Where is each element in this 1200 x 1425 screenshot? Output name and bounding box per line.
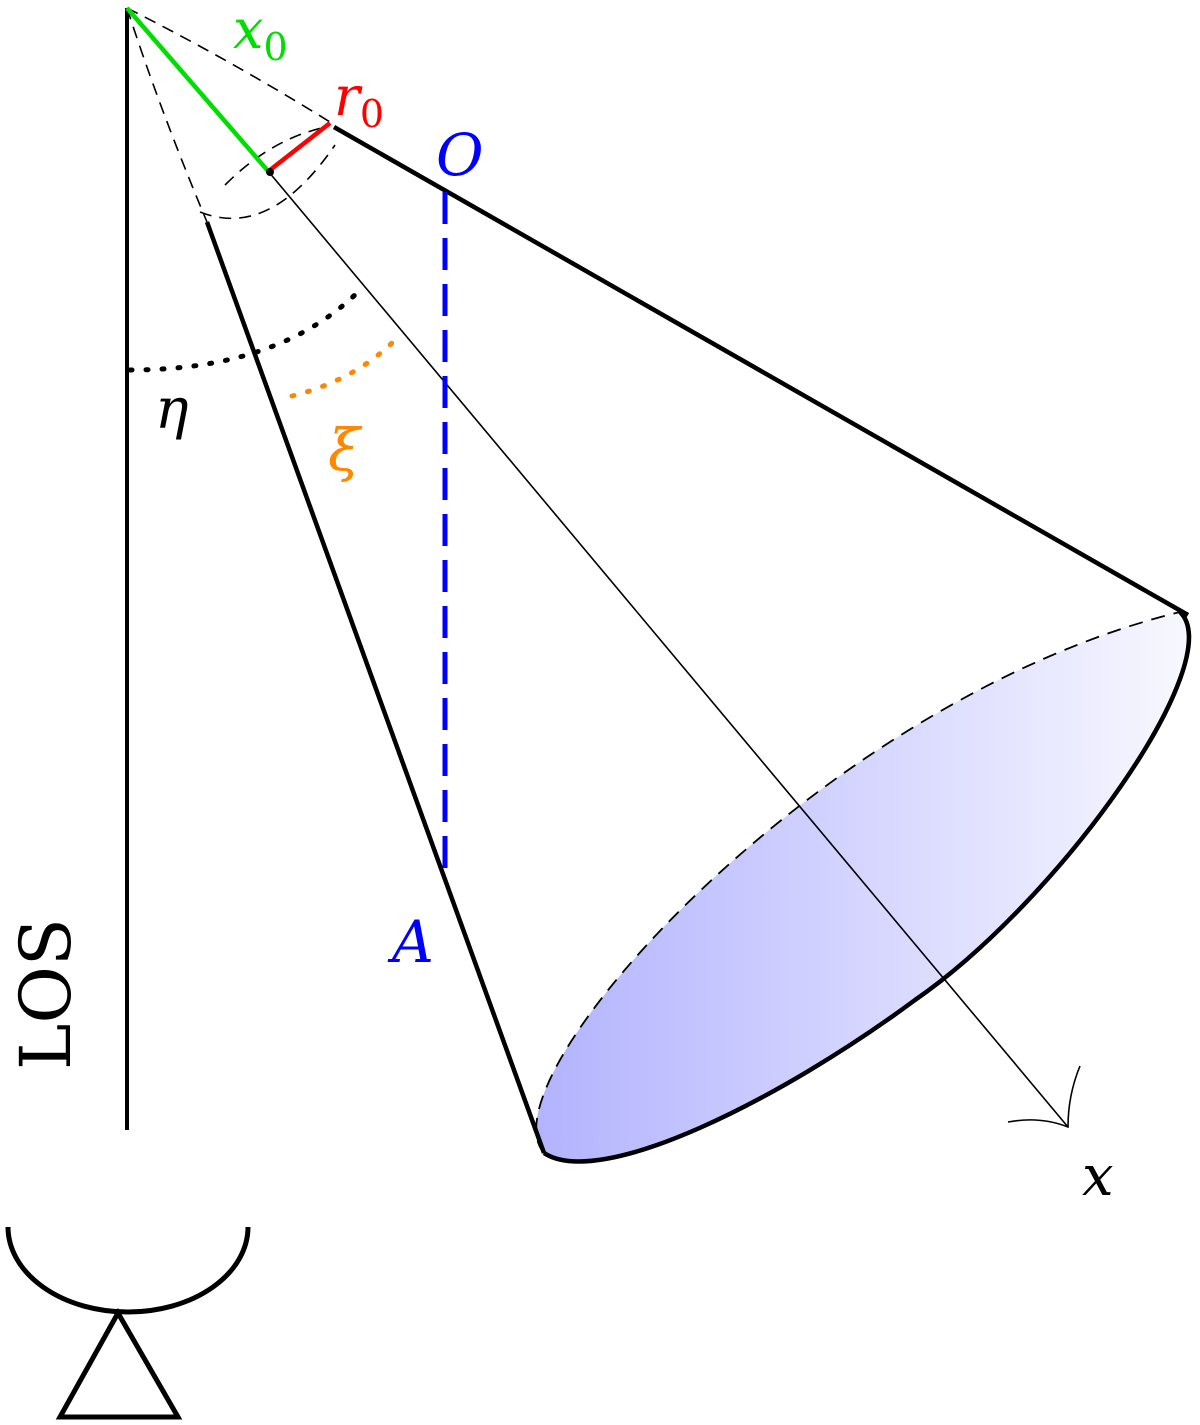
- telescope-mount: [55, 1307, 183, 1420]
- xi-label: ξ: [328, 416, 363, 484]
- jet-axis: [267, 170, 1069, 1128]
- cone-right-edge: [332, 125, 1190, 617]
- r0-segment: [268, 121, 332, 172]
- axis-arrowhead: [1007, 1065, 1081, 1129]
- cone-base-dashed-back: [535, 611, 1181, 1154]
- xi-angle-arc: [289, 337, 398, 399]
- cone-base-fill: [536, 612, 1189, 1162]
- x-axis-label: x: [1082, 1144, 1114, 1209]
- cone-base-front-edge: [542, 610, 1192, 1164]
- a-label: A: [387, 908, 434, 976]
- apex-point: [266, 168, 274, 176]
- r0-label: r0: [334, 65, 384, 136]
- telescope-dish: [5, 1226, 251, 1315]
- cone-apex-dashed-edges: [126, 7, 331, 223]
- los-label: LOS: [5, 918, 87, 1070]
- x0-vector: [125, 6, 270, 173]
- inner-circle-dashed: [199, 127, 336, 220]
- o-label: O: [436, 121, 484, 189]
- x0-label: x0: [233, 0, 288, 69]
- cone-left-edge: [204, 221, 547, 1154]
- eta-label: η: [155, 377, 189, 442]
